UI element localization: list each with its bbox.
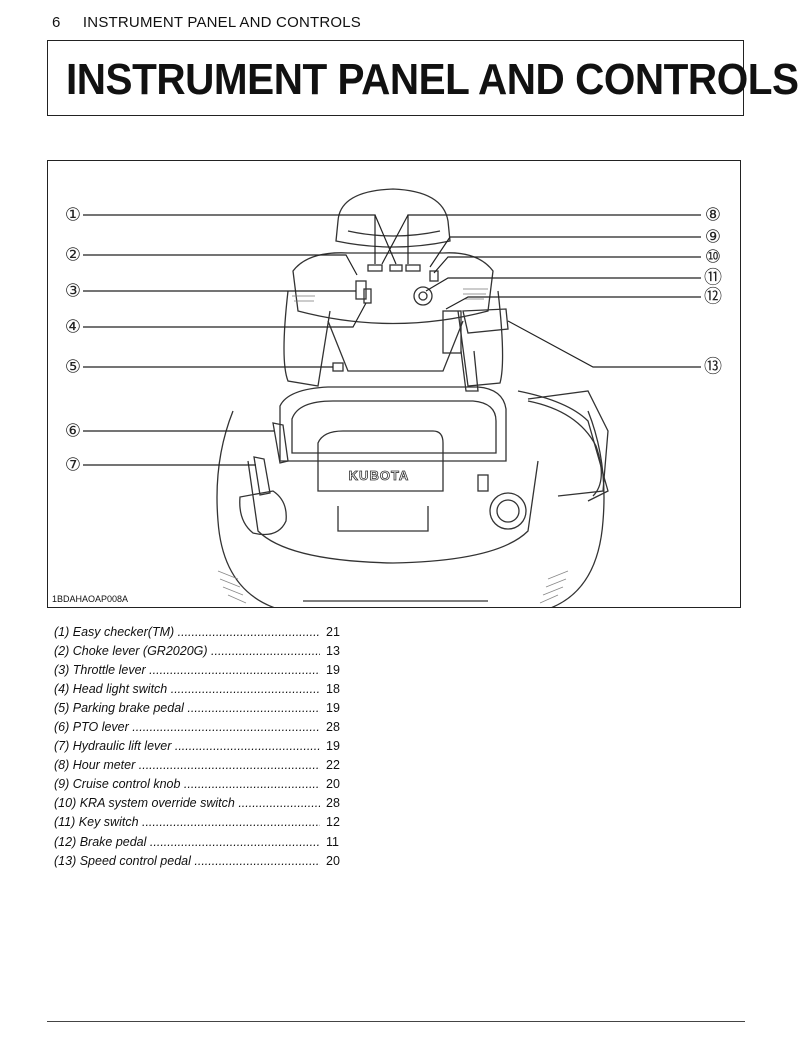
speed-pedal-shape [462, 308, 509, 334]
legend-label: (5) Parking brake pedal [54, 701, 320, 715]
legend-page: 20 [326, 777, 340, 792]
callout-13: ⑬ [704, 357, 722, 378]
legend-page: 19 [326, 700, 340, 715]
running-header: 6 INSTRUMENT PANEL AND CONTROLS [52, 14, 361, 31]
legend-page: 19 [326, 739, 340, 754]
legend-page: 19 [326, 662, 340, 677]
legend-page: 21 [326, 624, 340, 639]
legend-item: (8) Hour meter 22 [54, 756, 354, 775]
callout-10: ⑩ [705, 247, 721, 268]
legend-label: (9) Cruise control knob [54, 777, 320, 791]
pto-lever-shape [272, 422, 289, 464]
legend-label: (12) Brake pedal [54, 835, 320, 849]
legend-label: (8) Hour meter [54, 758, 320, 772]
legend-item: (7) Hydraulic lift lever 19 [54, 737, 354, 756]
legend-item: (12) Brake pedal 11 [54, 832, 354, 851]
tractor-figure: KUBOTA ① ② ③ ④ ⑤ ⑥ ⑦ [47, 160, 741, 608]
callout-5: ⑤ [65, 357, 81, 378]
legend-item: (9) Cruise control knob 20 [54, 775, 354, 794]
seat-back [279, 386, 507, 462]
legend-page: 22 [326, 758, 340, 773]
legend-label: (4) Head light switch [54, 682, 320, 696]
lift-lever-shape [253, 456, 271, 496]
seat-badge-plate [317, 430, 444, 492]
legend-item: (13) Speed control pedal 20 [54, 851, 354, 870]
callout-7: ⑦ [65, 455, 81, 476]
legend-label: (1) Easy checker(TM) [54, 625, 320, 639]
legend-label: (2) Choke lever (GR2020G) [54, 644, 320, 658]
legend-page: 13 [326, 643, 340, 658]
legend-label: (13) Speed control pedal [54, 854, 320, 868]
tractor-illustration: KUBOTA ① ② ③ ④ ⑤ ⑥ ⑦ [65, 188, 722, 607]
figure-code: 1BDAHAOAP008A [52, 594, 129, 604]
legend-label: (10) KRA system override switch [54, 796, 320, 810]
legend-item: (11) Key switch 12 [54, 813, 354, 832]
legend-page: 12 [326, 815, 340, 830]
running-title: INSTRUMENT PANEL AND CONTROLS [82, 14, 361, 31]
legend-item: (6) PTO lever 28 [54, 717, 354, 736]
steering-wheel [335, 188, 451, 248]
callout-11: ⑪ [704, 268, 722, 289]
callout-4: ④ [65, 317, 81, 338]
callout-8: ⑧ [705, 205, 721, 226]
title-box: INSTRUMENT PANEL AND CONTROLS [47, 40, 799, 116]
callout-6: ⑥ [65, 421, 81, 442]
fuel-cap [489, 492, 527, 530]
page-title: INSTRUMENT PANEL AND CONTROLS [66, 55, 799, 104]
footer-rule [47, 1021, 745, 1022]
page-number: 6 [52, 14, 61, 31]
dashboard [292, 252, 494, 325]
legend-item: (2) Choke lever (GR2020G) 13 [54, 641, 354, 660]
legend-label: (3) Throttle lever [54, 663, 320, 677]
callout-9: ⑨ [705, 227, 721, 248]
legend-page: 18 [326, 681, 340, 696]
legend-list: (1) Easy checker(TM) 21 (2) Choke lever (… [54, 622, 354, 870]
legend-label: (7) Hydraulic lift lever [54, 739, 320, 753]
legend-label: (6) PTO lever [54, 720, 320, 734]
legend-item: (5) Parking brake pedal 19 [54, 698, 354, 717]
legend-page: 20 [326, 853, 340, 868]
legend-item: (4) Head light switch 18 [54, 679, 354, 698]
legend-page: 11 [326, 834, 339, 849]
seat-brand: KUBOTA [349, 468, 410, 483]
brake-pedal-shape [442, 310, 462, 354]
callout-1: ① [65, 205, 81, 226]
callout-3: ③ [65, 281, 81, 302]
legend-page: 28 [326, 796, 340, 811]
legend-item: (3) Throttle lever 19 [54, 660, 354, 679]
seat-base [247, 460, 539, 564]
legend-page: 28 [326, 720, 340, 735]
legend-item: (10) KRA system override switch 28 [54, 794, 354, 813]
legend-label: (11) Key switch [54, 815, 320, 829]
legend-item: (1) Easy checker(TM) 21 [54, 622, 354, 641]
callout-2: ② [65, 245, 81, 266]
callout-12: ⑫ [704, 287, 722, 308]
